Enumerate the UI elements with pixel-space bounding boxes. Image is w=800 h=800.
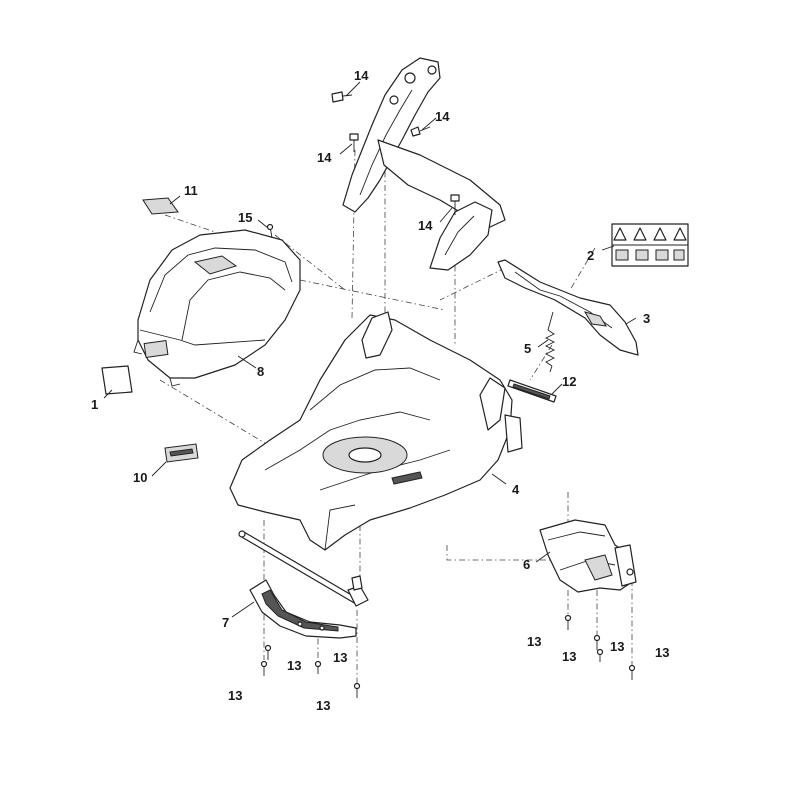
callout-14-d: 14 <box>418 218 433 233</box>
callout-11: 11 <box>184 183 198 198</box>
rear-cover-part <box>497 259 639 356</box>
spring-part <box>544 311 556 373</box>
callout-14-c: 14 <box>435 109 450 124</box>
label-10-part <box>164 443 199 463</box>
callout-13-h: 13 <box>655 645 669 660</box>
callout-14-a: 14 <box>354 68 369 83</box>
callout-5: 5 <box>524 341 531 356</box>
mower-deck-part <box>229 311 523 551</box>
leader-lines <box>103 81 637 618</box>
callout-15: 15 <box>238 210 252 225</box>
callout-13-c: 13 <box>228 688 242 703</box>
label-11-part <box>142 197 179 215</box>
screw-13-f <box>593 634 601 650</box>
bolt-14-c <box>410 126 431 137</box>
callout-13-b: 13 <box>333 650 347 665</box>
callout-10: 10 <box>133 470 147 485</box>
callout-14-b: 14 <box>317 150 332 165</box>
callout-6: 6 <box>523 557 530 572</box>
callout-4: 4 <box>512 482 520 497</box>
guide-6-part <box>539 519 637 593</box>
callout-13-f: 13 <box>562 649 576 664</box>
screw-13-e <box>564 614 572 630</box>
callout-2: 2 <box>587 248 594 263</box>
bolt-14-a <box>331 91 353 103</box>
screw-15-part <box>266 223 274 239</box>
bolt-14-d <box>450 194 460 215</box>
callout-13-d: 13 <box>316 698 330 713</box>
screw-13-h <box>628 664 636 680</box>
warning-label-part <box>611 223 689 267</box>
screw-13-b <box>264 644 272 660</box>
bar-12-part <box>507 379 557 403</box>
axle-rod-part <box>238 530 369 607</box>
screw-13-g <box>596 648 604 662</box>
bracket-7-part <box>249 579 357 639</box>
grass-catcher-part <box>133 229 301 387</box>
screw-13-c <box>314 660 322 674</box>
callout-labels: 1 2 3 4 5 6 7 8 10 11 12 14 14 14 14 15 … <box>91 68 669 713</box>
callout-13-g: 13 <box>610 639 624 654</box>
callout-13-a: 13 <box>287 658 301 673</box>
callout-12: 12 <box>562 374 576 389</box>
callout-3: 3 <box>643 311 650 326</box>
screw-13-a <box>260 660 268 676</box>
label-1-part <box>101 365 133 395</box>
callout-1: 1 <box>91 397 98 412</box>
callout-7: 7 <box>222 615 229 630</box>
screw-13-d <box>353 682 361 698</box>
bolt-14-b <box>349 133 359 152</box>
callout-8: 8 <box>257 364 264 379</box>
handle-upper-part <box>342 57 506 271</box>
callout-13-e: 13 <box>527 634 541 649</box>
